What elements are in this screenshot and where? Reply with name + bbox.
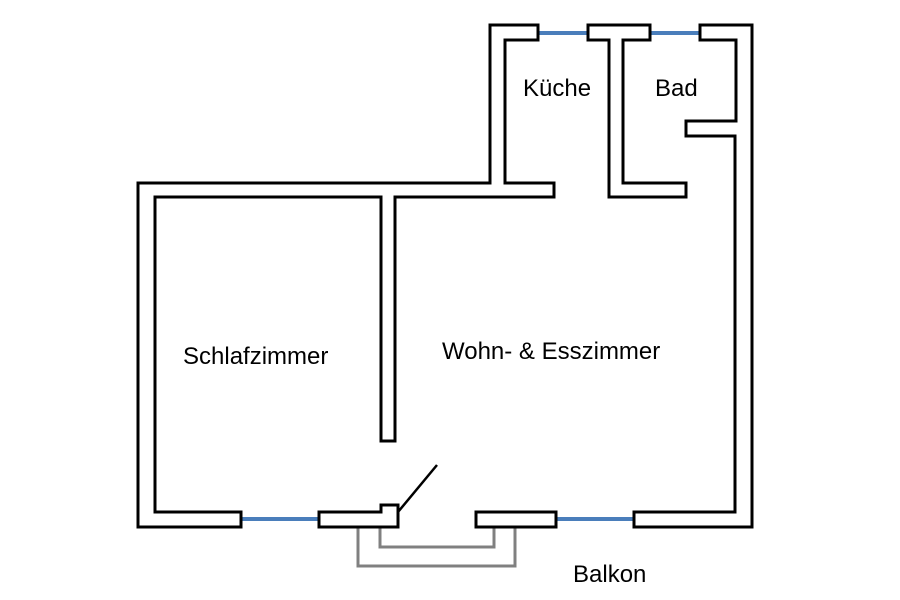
kitchen-bath-partition — [586, 23, 688, 199]
walls — [136, 23, 754, 529]
windows — [241, 31, 700, 521]
label-living: Wohn- & Esszimmer — [442, 338, 660, 365]
balcony-railing-inner — [378, 528, 496, 549]
outer-wall-west — [136, 23, 556, 529]
label-balcony: Balkon — [573, 561, 646, 588]
balcony-railing — [356, 528, 517, 568]
balcony-door — [397, 464, 438, 513]
room-labels: Küche Bad Schlafzimmer Wohn- & Esszimmer… — [183, 75, 698, 588]
wall-door-jamb — [317, 503, 400, 529]
outer-wall-east — [632, 23, 754, 529]
wall-balcony-right — [474, 510, 558, 529]
balcony-railing-outer — [356, 528, 517, 568]
label-kitchen: Küche — [523, 75, 591, 102]
label-bedroom: Schlafzimmer — [183, 343, 328, 370]
label-bathroom: Bad — [655, 75, 698, 102]
